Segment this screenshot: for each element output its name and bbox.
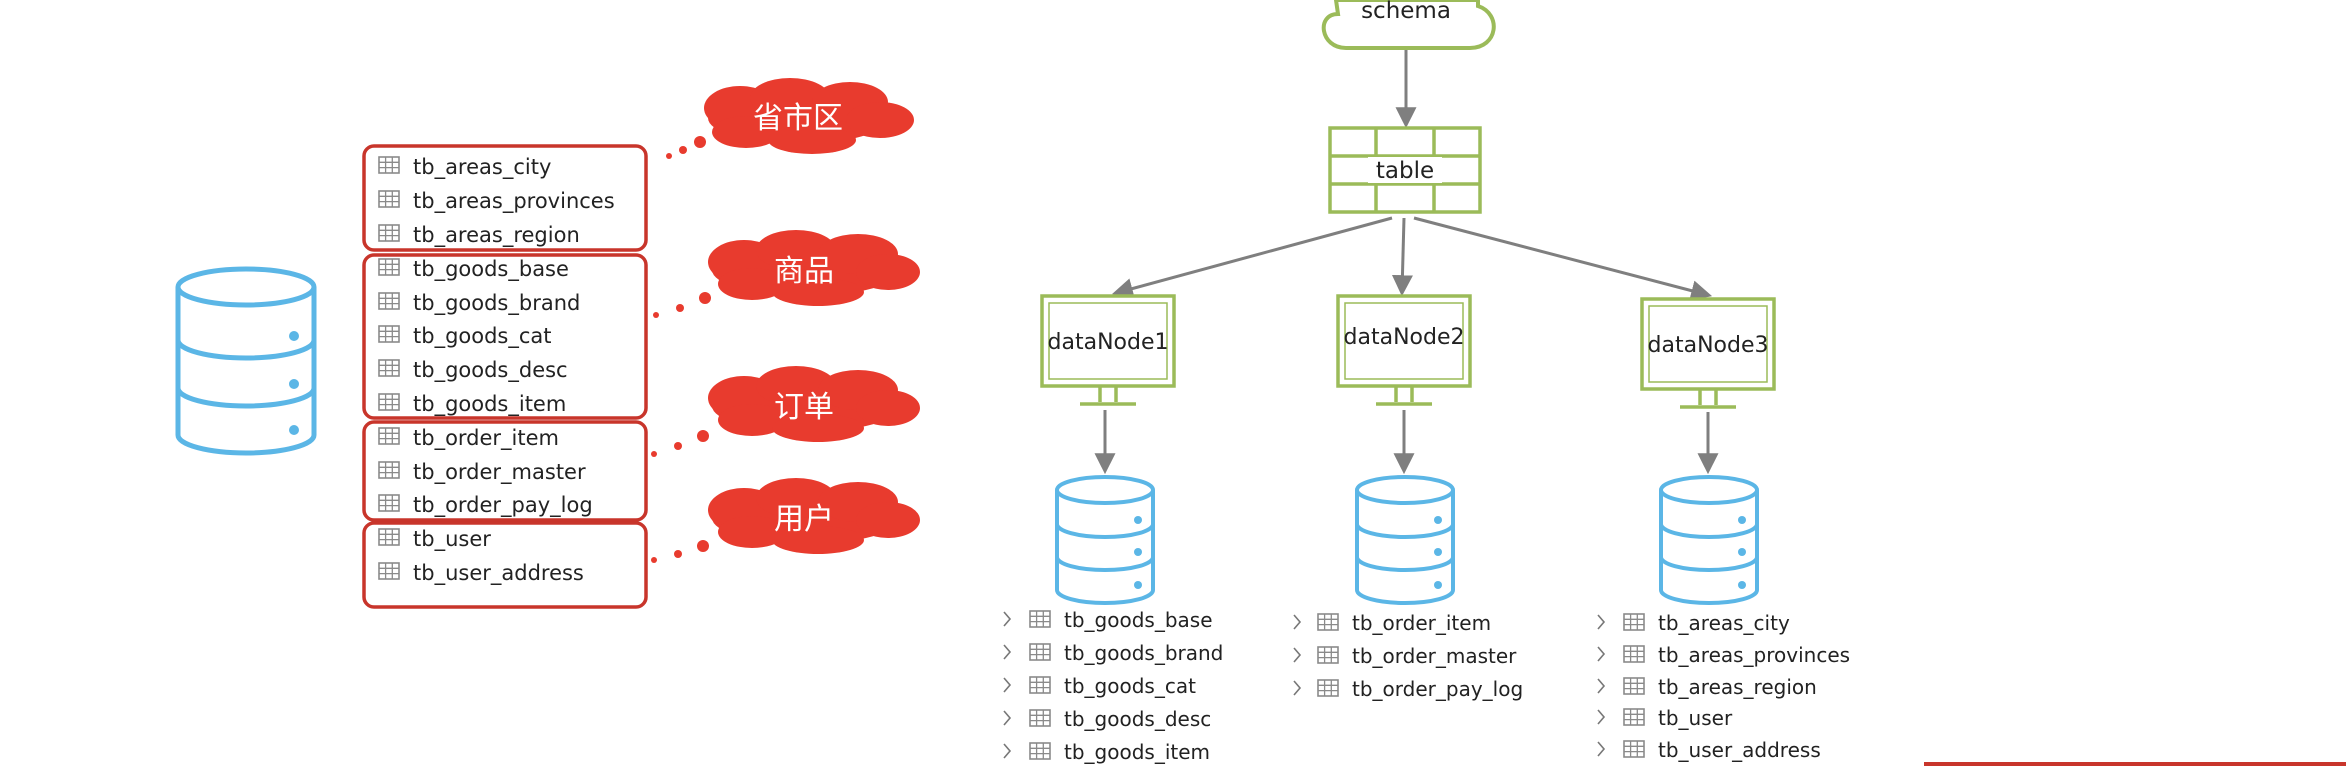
table-name: tb_order_pay_log	[1352, 677, 1523, 701]
table-name: tb_areas_region	[413, 223, 580, 248]
table-name: tb_areas_city	[413, 155, 551, 180]
table-name: tb_areas_region	[1658, 675, 1817, 699]
table-name: tb_order_pay_log	[413, 493, 593, 518]
chevron-right-icon	[1597, 709, 1606, 725]
schema-node: schema	[1321, 0, 1496, 50]
table-name: tb_goods_item	[413, 392, 566, 417]
cloud-label: 省市区	[753, 101, 843, 136]
group-box	[362, 253, 648, 420]
data-node-label: dataNode3	[1648, 333, 1769, 358]
node-table-list: tb_areas_city tb_areas_provinces tb_area…	[1597, 611, 1850, 762]
database-icon	[1659, 475, 1759, 605]
arrow-table-to-node2	[1391, 217, 1413, 297]
tree-item[interactable]: tb_areas_region	[1597, 675, 1817, 699]
table-name: tb_areas_city	[1658, 611, 1790, 635]
chevron-right-icon	[1003, 611, 1012, 627]
table-name: tb_order_item	[1352, 611, 1491, 635]
data-node-3: dataNode3 tb_areas_city tb_areas_provinc…	[1597, 297, 1850, 762]
table-name: tb_goods_brand	[413, 291, 580, 316]
group-goods: tb_goods_base tb_goods_brand tb_goods_ca…	[362, 253, 648, 420]
monitor-icon	[1336, 294, 1472, 406]
table-name: tb_user	[413, 527, 491, 552]
arrow-table-to-node3	[1413, 216, 1713, 301]
tree-item[interactable]: tb_user_address	[1597, 738, 1821, 762]
accent-bar	[1924, 762, 2346, 766]
table-name: tb_order_master	[1352, 644, 1517, 668]
chevron-right-icon	[1597, 741, 1606, 757]
chevron-right-icon	[1003, 710, 1012, 726]
data-node-label: dataNode2	[1344, 325, 1465, 350]
data-node-label: dataNode1	[1048, 330, 1169, 355]
table-name: tb_user_address	[413, 561, 584, 586]
chevron-right-icon	[1293, 680, 1302, 696]
group-order: tb_order_item tb_order_master tb_order_p…	[362, 420, 648, 522]
group-areas: tb_areas_city tb_areas_provinces tb_area…	[362, 144, 648, 252]
group-box	[362, 420, 648, 522]
tree-item[interactable]: tb_areas_city	[1597, 611, 1790, 635]
chevron-right-icon	[1003, 677, 1012, 693]
cloud-label: 商品	[774, 254, 834, 289]
tree-item[interactable]: tb_goods_base	[1003, 608, 1213, 632]
data-node-1: dataNode1 tb_goods_base tb_goods_brand t…	[1003, 294, 1223, 764]
table-name: tb_areas_provinces	[413, 189, 615, 214]
chevron-right-icon	[1003, 743, 1012, 759]
chevron-right-icon	[1293, 614, 1302, 630]
table-name: tb_goods_cat	[1064, 674, 1196, 698]
cloud-label: 用户	[774, 502, 834, 537]
tree-item[interactable]: tb_order_pay_log	[1293, 677, 1523, 701]
database-icon	[1355, 475, 1455, 605]
monitor-icon	[1040, 294, 1176, 406]
table-name: tb_goods_base	[1064, 608, 1213, 632]
table-name: tb_goods_cat	[413, 324, 552, 349]
chevron-right-icon	[1597, 614, 1606, 630]
table-name: tb_goods_desc	[413, 358, 568, 383]
group-box	[362, 521, 648, 609]
tree-item[interactable]: tb_order_item	[1293, 611, 1491, 635]
tree-item[interactable]: tb_goods_item	[1003, 740, 1210, 764]
tree-item[interactable]: tb_user	[1597, 706, 1733, 730]
monitor-icon	[1640, 297, 1776, 409]
chevron-right-icon	[1003, 644, 1012, 660]
arrow-table-to-node1	[1111, 216, 1393, 299]
callout-cloud-user: 用户	[651, 478, 920, 563]
database-icon	[1055, 475, 1155, 605]
chevron-right-icon	[1597, 646, 1606, 662]
tree-item[interactable]: tb_areas_provinces	[1597, 643, 1850, 667]
table-name: tb_goods_brand	[1064, 641, 1223, 665]
callout-cloud-areas: 省市区	[666, 78, 914, 159]
table-name: tb_order_master	[413, 460, 586, 485]
table-name: tb_user	[1658, 706, 1733, 730]
group-user: tb_user tb_user_address	[362, 521, 648, 609]
table-label: table	[1376, 158, 1434, 184]
callout-cloud-goods: 商品	[653, 230, 920, 318]
table-name: tb_areas_provinces	[1658, 643, 1850, 667]
database-icon	[175, 266, 317, 456]
data-node-2: dataNode2 tb_order_item tb_order_master …	[1293, 294, 1523, 701]
tree-item[interactable]: tb_goods_brand	[1003, 641, 1223, 665]
callout-cloud-order: 订单	[651, 366, 920, 457]
table-name: tb_order_item	[413, 426, 559, 451]
node-table-list: tb_order_item tb_order_master tb_order_p…	[1293, 611, 1523, 701]
tree-item[interactable]: tb_goods_cat	[1003, 674, 1196, 698]
schema-label: schema	[1361, 0, 1451, 24]
tree-item[interactable]: tb_order_master	[1293, 644, 1517, 668]
chevron-right-icon	[1293, 647, 1302, 663]
table-name: tb_goods_desc	[1064, 707, 1211, 731]
table-name: tb_goods_item	[1064, 740, 1210, 764]
table-name: tb_user_address	[1658, 738, 1821, 762]
cloud-label: 订单	[774, 390, 834, 425]
node-table-list: tb_goods_base tb_goods_brand tb_goods_ca…	[1003, 608, 1223, 764]
table-name: tb_goods_base	[413, 257, 569, 282]
tree-item[interactable]: tb_goods_desc	[1003, 707, 1211, 731]
chevron-right-icon	[1597, 678, 1606, 694]
group-box	[362, 144, 648, 252]
